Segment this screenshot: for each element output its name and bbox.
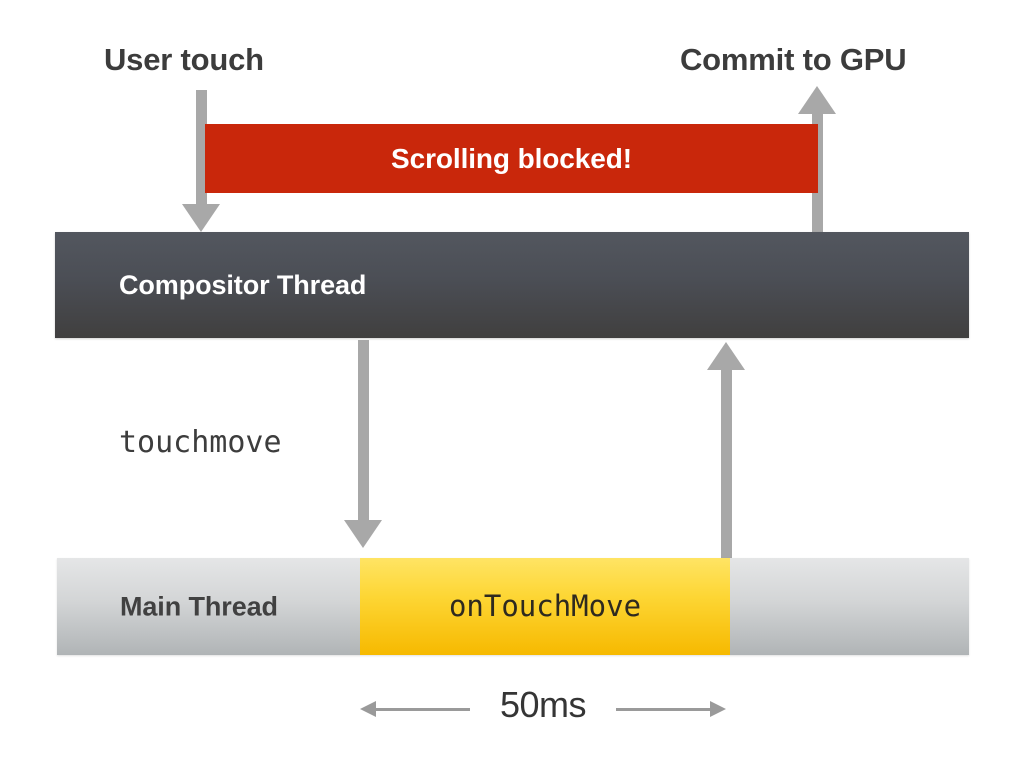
main-thread-label: Main Thread (120, 591, 278, 621)
measure-arrow-left-icon (360, 701, 376, 717)
touchmove-event-label: touchmove (119, 425, 282, 460)
duration-measure: 50ms (360, 682, 726, 738)
user-touch-arrow-head-down-icon (182, 204, 220, 232)
main-to-compositor-arrow-head-up-icon (707, 342, 745, 370)
duration-label: 50ms (499, 684, 587, 725)
measure-arrow-right-icon (710, 701, 726, 717)
ontouchmove-task-block: onTouchMove (360, 558, 730, 655)
touchmove-arrow-head-down-icon (344, 520, 382, 548)
compositor-thread-label: Compositor Thread (119, 269, 367, 300)
commit-to-gpu-arrow-head-up-icon (798, 86, 836, 114)
main-thread-track: Main Thread onTouchMove (57, 558, 969, 655)
scrolling-blocked-label: Scrolling blocked! (391, 142, 632, 174)
ontouchmove-task-label: onTouchMove (448, 589, 642, 623)
compositor-thread-track: Compositor Thread (55, 232, 969, 338)
label-commit-to-gpu: Commit to GPU (680, 42, 907, 77)
user-touch-arrow-shaft (196, 90, 207, 208)
touchmove-arrow-shaft (358, 340, 369, 524)
scrolling-blocked-bar: Scrolling blocked! (205, 124, 818, 193)
label-user-touch: User touch (104, 42, 264, 77)
main-to-compositor-arrow-shaft (721, 370, 732, 558)
measure-line-right (616, 708, 712, 711)
measure-line-left (374, 708, 470, 711)
